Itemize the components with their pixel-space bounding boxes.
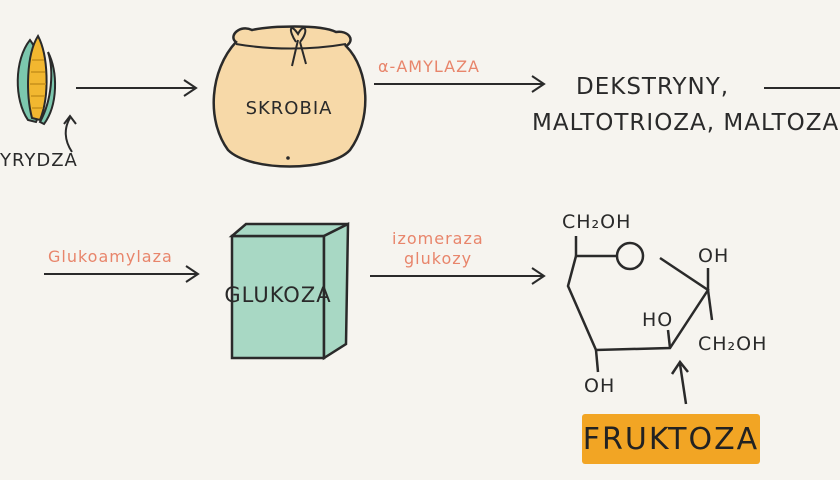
box-label: GLUKOZA: [224, 283, 331, 307]
molecule-inner: HO: [642, 309, 673, 331]
starch-sack: [212, 25, 367, 168]
glucose-box: [228, 221, 350, 361]
molecule-top-group: CH₂OH: [562, 211, 631, 233]
sack-label: SKROBIA: [246, 98, 333, 119]
molecule-right-bottom: CH₂OH: [698, 333, 767, 355]
enzyme-izomeraza-line1: izomeraza: [392, 229, 484, 248]
bow-icon: [290, 27, 307, 67]
enzyme-alpha-amylaza: α-AMYLAZA: [378, 57, 480, 76]
products-line1: DEKSTRYNY,: [576, 74, 729, 100]
fructose-molecule: [566, 236, 714, 405]
source-label: YRYDZA: [0, 150, 78, 171]
molecule-right-top: OH: [698, 245, 729, 267]
molecule-bottom-left: OH: [584, 375, 615, 397]
product-highlight: FRUKTOZA: [582, 414, 760, 464]
enzyme-glukoamylaza: Glukoamylaza: [48, 247, 173, 266]
source-arrow: [64, 117, 73, 153]
corn-icon: [16, 33, 57, 126]
enzyme-izomeraza-line2: glukozy: [404, 249, 472, 268]
product-label: FRUKTOZA: [582, 421, 760, 457]
products-line2: MALTOTRIOZA, MALTOZA: [532, 110, 839, 136]
